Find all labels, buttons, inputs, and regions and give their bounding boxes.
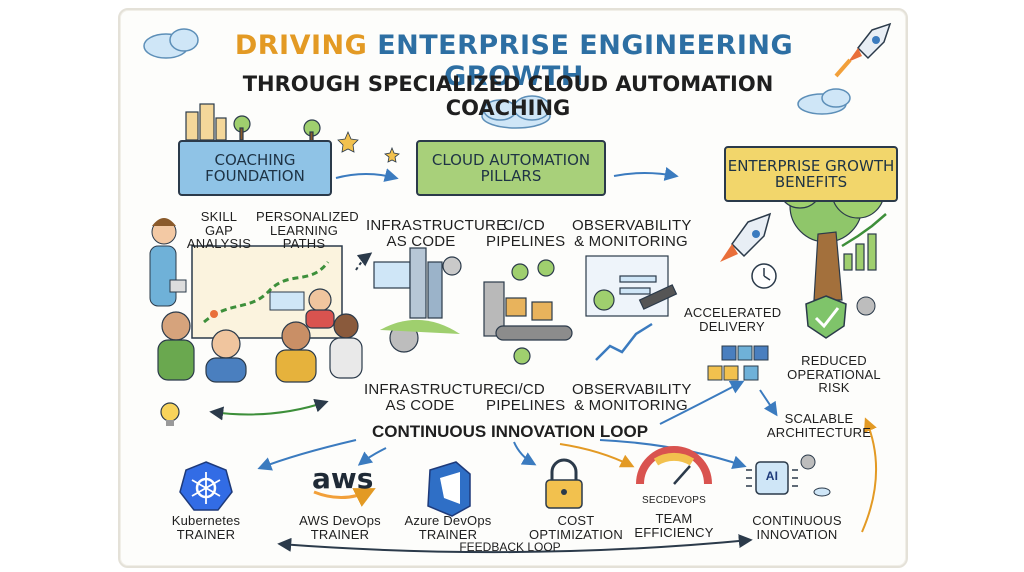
accelerated-delivery-label: ACCELERATED DELIVERY	[684, 305, 782, 334]
ai-chip-label: AI	[765, 469, 779, 483]
coach-figure	[149, 218, 187, 307]
feedback-loop-label: FEEDBACK LOOP	[459, 540, 561, 554]
azure-devops-trainer-label: Azure DevOps TRAINER	[404, 513, 492, 542]
cloud-icon	[143, 28, 199, 59]
enterprise-growth-benefits-banner: ENTERPRISE GROWTH BENEFITS	[724, 146, 898, 202]
reduced-risk-label: REDUCED OPERATIONAL RISK	[787, 353, 881, 396]
infrastructure-illustration	[373, 247, 462, 353]
skill-gap-label: SKILL GAP ANALYSIS	[186, 209, 252, 252]
padlock-icon	[545, 458, 583, 509]
ai-chip-icon	[746, 454, 831, 497]
cloud-icon	[481, 95, 551, 129]
cloud-icon	[797, 88, 851, 115]
aws-devops-trainer-label: AWS DevOps TRAINER	[299, 513, 381, 542]
lightbulb-icon	[160, 402, 180, 426]
title-accent: DRIVING	[234, 30, 368, 61]
scalable-architecture-label: SCALABLE ARCHITECTURE	[766, 411, 872, 440]
rocket-icon	[834, 22, 892, 78]
growth-chart-icon	[841, 213, 887, 271]
pillar-observability-label: OBSERVABILITY & MONITORING	[572, 217, 692, 250]
coaching-foundation-banner: COACHING FOUNDATION	[178, 140, 332, 196]
aws-smile-icon	[313, 488, 376, 507]
cloud-automation-pillars-banner: CLOUD AUTOMATION PILLARS	[416, 140, 606, 196]
stopwatch-icon	[751, 263, 777, 289]
azure-devops-logo-icon	[427, 461, 471, 517]
pillar-iac-label: INFRASTRUCTURE AS CODE	[366, 217, 507, 250]
secdevops-gauge-label: SECDEVOPS	[641, 495, 707, 506]
city-skyline-icon	[185, 103, 321, 143]
rocket-icon	[720, 212, 772, 262]
gear-icon	[856, 296, 876, 316]
team-efficiency-label: TEAM EFFICIENCY	[634, 511, 714, 540]
title-main: ENTERPRISE ENGINEERING GROWTH	[377, 30, 794, 92]
kubernetes-logo-icon	[179, 461, 233, 511]
continuous-innovation-label: CONTINUOUS INNOVATION	[752, 513, 842, 542]
observability-dashboard	[585, 255, 678, 361]
cubes-icon	[707, 345, 769, 381]
shield-icon	[805, 295, 847, 339]
cicd-pipeline-illustration	[483, 259, 573, 365]
continuous-innovation-loop-label: CONTINUOUS INNOVATION LOOP	[371, 422, 649, 441]
team-figures	[157, 288, 363, 383]
aws-logo-text: aws	[312, 462, 374, 495]
main-title: DRIVING ENTERPRISE ENGINEERING GROWTH	[204, 30, 824, 92]
pillar-iac-label-bottom: INFRASTRUCTURE AS CODE	[364, 381, 505, 414]
kubernetes-trainer-label: Kubernetes TRAINER	[171, 513, 241, 542]
pillar-cicd-label-bottom: CI/CD PIPELINES	[486, 381, 566, 414]
subtitle: THROUGH SPECIALIZED CLOUD AUTOMATION COA…	[242, 72, 774, 120]
star-icon	[337, 130, 400, 163]
cost-optimization-label: COST OPTIMIZATION	[529, 513, 623, 542]
gauge-icon	[636, 446, 712, 485]
pillar-observability-label-bottom: OBSERVABILITY & MONITORING	[572, 381, 692, 414]
learning-paths-label: PERSONALIZED LEARNING PATHS	[256, 209, 359, 252]
pillar-cicd-label: CI/CD PIPELINES	[486, 217, 566, 250]
